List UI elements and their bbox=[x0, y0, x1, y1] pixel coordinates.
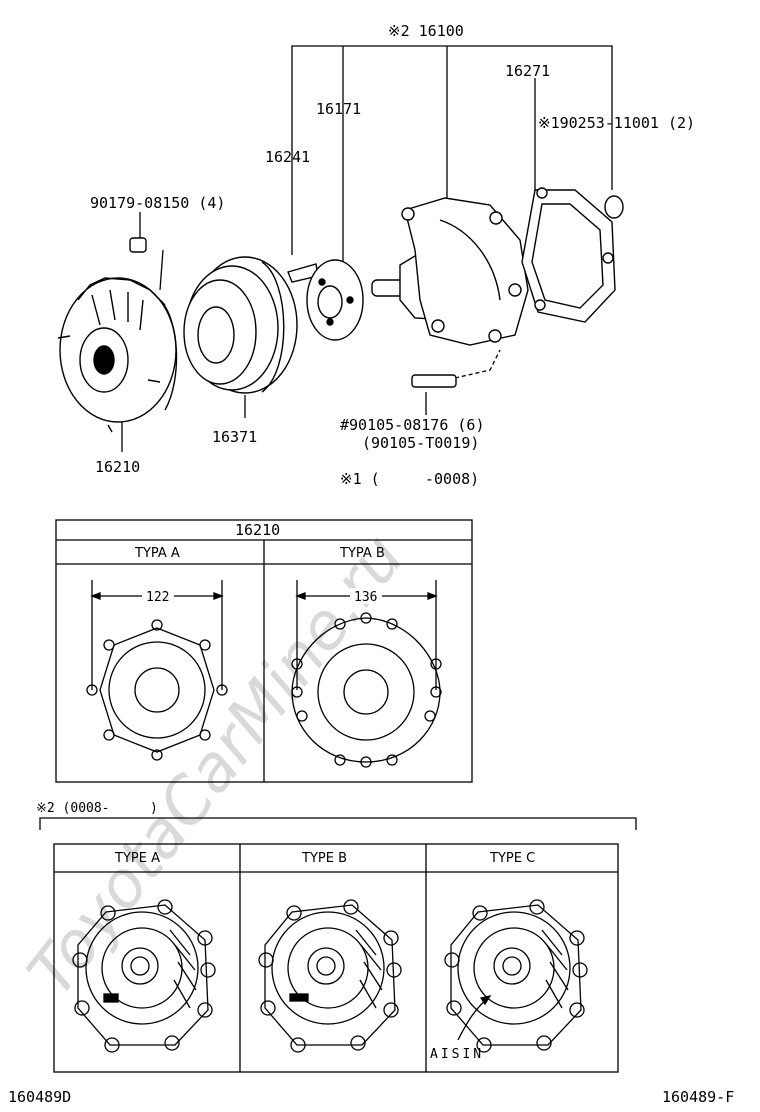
table-16210-title: 16210 bbox=[235, 521, 280, 539]
aisin-label: AISIN bbox=[430, 1047, 484, 1062]
water-pump-drawing bbox=[371, 197, 529, 388]
table-pump-types bbox=[53, 843, 619, 1073]
label-16100: ※2 16100 bbox=[388, 22, 464, 40]
footer-code-right: 160489-F bbox=[662, 1088, 734, 1106]
label-90179: 90179-08150 (4) bbox=[90, 194, 225, 212]
note-2-bracket bbox=[39, 817, 637, 830]
note-2-close: ) bbox=[150, 801, 158, 816]
pump-type-b bbox=[258, 899, 402, 1053]
fan-coupling-drawing bbox=[287, 259, 364, 341]
typa-b-gasket bbox=[291, 580, 442, 768]
dim-136-bg bbox=[350, 588, 382, 604]
table-16210 bbox=[55, 519, 473, 783]
table-pump-col-c: TYPE C bbox=[489, 851, 535, 866]
label-16271: 16271 bbox=[505, 62, 550, 80]
table-16210-col-a: TYPA A bbox=[134, 546, 180, 561]
fan-clutch-drawing bbox=[57, 237, 178, 433]
note-2-mark: ※2 (0008- bbox=[36, 801, 110, 816]
table-pump-col-b: TYPE B bbox=[301, 851, 347, 866]
leader-lines bbox=[121, 45, 613, 452]
label-16241: 16241 bbox=[265, 148, 310, 166]
table-pump-col-a: TYPE A bbox=[114, 851, 160, 866]
typa-a-gasket bbox=[86, 580, 228, 761]
note-1-value: -0008) bbox=[425, 470, 479, 488]
note-1-mark: ※1 ( bbox=[340, 470, 380, 488]
label-90105-a: #90105-08176 (6) bbox=[340, 416, 485, 434]
pulley-drawing bbox=[183, 256, 298, 394]
label-16210: 16210 bbox=[95, 458, 140, 476]
label-90105-b: (90105-T0019) bbox=[362, 434, 479, 452]
dim-136: 136 bbox=[354, 590, 377, 605]
gasket-drawing bbox=[521, 187, 624, 323]
label-90253: ※190253-11001 (2) bbox=[538, 114, 695, 132]
dim-122-bg bbox=[142, 588, 174, 604]
label-16171: 16171 bbox=[316, 100, 361, 118]
footer-code-left: 160489D bbox=[8, 1088, 71, 1106]
dim-122: 122 bbox=[146, 590, 169, 605]
label-16371: 16371 bbox=[212, 428, 257, 446]
table-16210-col-b: TYPA B bbox=[339, 546, 385, 561]
pump-type-a bbox=[72, 899, 216, 1053]
pump-type-c bbox=[444, 899, 588, 1053]
